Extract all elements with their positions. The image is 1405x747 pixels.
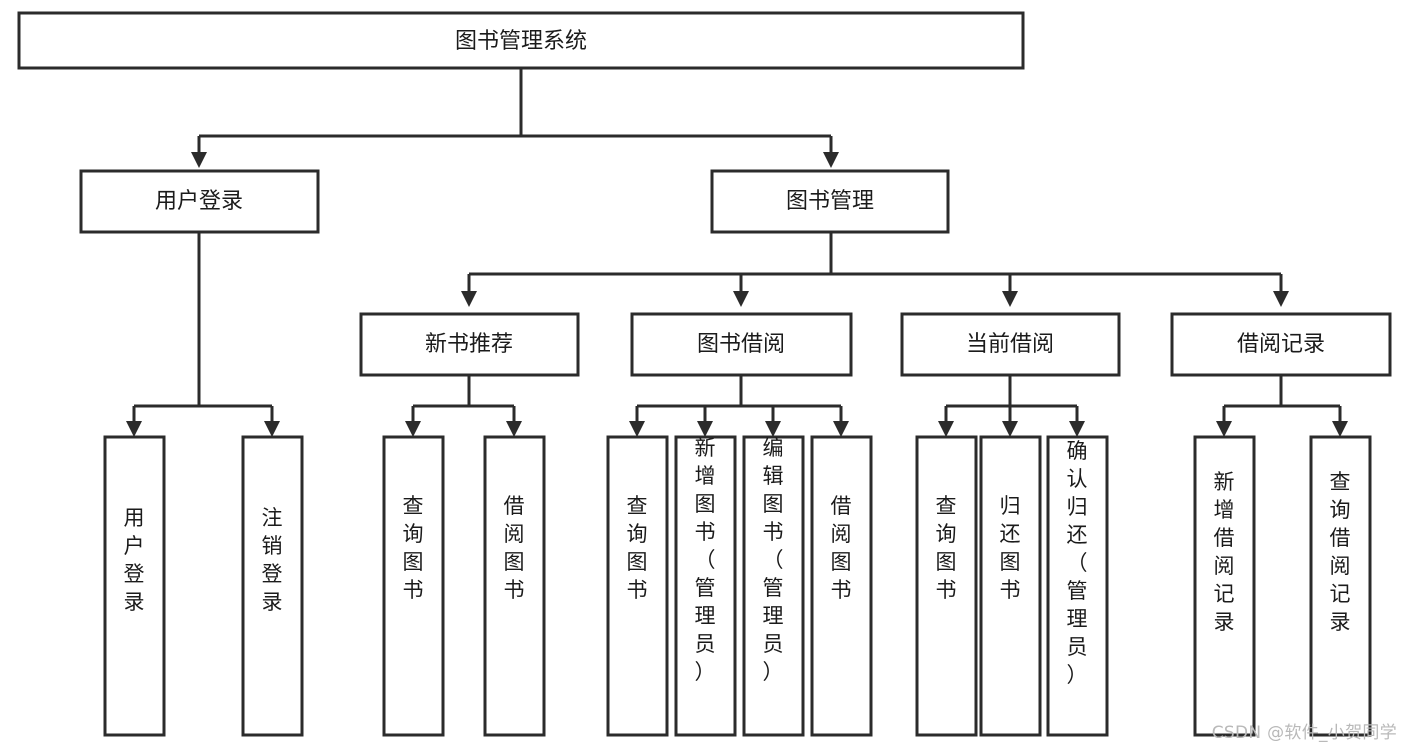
connector-group-new-book [405,375,522,437]
leaf-borrow-record-0-label: 新增借阅记录 [1214,470,1235,634]
node-book-management[interactable]: 图书管理 [710,169,950,234]
node-user-login-label: 用户登录 [155,189,243,214]
leaf-book-borrow-2-label: 编辑图书（管理员） [763,436,784,684]
connector-group-user-login [126,232,280,437]
leaf-book-borrow-1[interactable]: 新增图书（管理员） [674,435,737,737]
leaf-user-login-0-label: 用户登录 [124,506,145,614]
leaf-new-book-0[interactable]: 查询图书 [382,435,445,737]
leaf-user-login-1[interactable]: 注销登录 [241,435,304,737]
node-root-label: 图书管理系统 [455,29,587,54]
leaf-current-borrow-1-label: 归还图书 [1000,494,1021,602]
node-user-login[interactable]: 用户登录 [79,169,320,234]
leaf-current-borrow-0[interactable]: 查询图书 [915,435,978,737]
leaf-borrow-record-1[interactable]: 查询借阅记录 [1309,435,1372,737]
connector-group-borrow-record [1216,375,1348,437]
leaf-book-borrow-2[interactable]: 编辑图书（管理员） [742,435,805,737]
node-borrow-record-label: 借阅记录 [1237,332,1325,357]
node-new-book-recommend-label: 新书推荐 [425,332,513,357]
leaf-book-borrow-1-label: 新增图书（管理员） [695,436,716,684]
leaf-current-borrow-1[interactable]: 归还图书 [979,435,1042,737]
leaf-book-borrow-0[interactable]: 查询图书 [606,435,669,737]
node-new-book-recommend[interactable]: 新书推荐 [359,312,580,377]
leaf-book-borrow-0-label: 查询图书 [627,494,648,602]
leaf-book-borrow-3[interactable]: 借阅图书 [810,435,873,737]
node-book-borrow-label: 图书借阅 [697,332,785,357]
leaf-user-login-0[interactable]: 用户登录 [103,435,166,737]
leaf-borrow-record-1-label: 查询借阅记录 [1330,470,1351,634]
connector-group-book-borrow [629,375,849,437]
node-root[interactable]: 图书管理系统 [17,11,1025,70]
node-borrow-record[interactable]: 借阅记录 [1170,312,1392,377]
connector-group-book-management [461,232,1289,307]
node-book-management-label: 图书管理 [786,189,874,214]
leaf-user-login-1-label: 注销登录 [262,506,283,614]
leaf-book-borrow-3-label: 借阅图书 [831,494,852,602]
node-book-borrow[interactable]: 图书借阅 [630,312,853,377]
leaf-new-book-0-label: 查询图书 [403,494,424,602]
connector-group-current-borrow [938,375,1085,437]
node-current-borrow[interactable]: 当前借阅 [900,312,1121,377]
leaf-current-borrow-2-label: 确认归还（管理员） [1067,439,1088,687]
leaf-current-borrow-2[interactable]: 确认归还（管理员） [1046,435,1109,737]
leaf-current-borrow-0-label: 查询图书 [936,494,957,602]
leaf-borrow-record-0[interactable]: 新增借阅记录 [1193,435,1256,737]
leaf-new-book-1-label: 借阅图书 [504,494,525,602]
connector-group-root [191,68,839,168]
leaf-new-book-1[interactable]: 借阅图书 [483,435,546,737]
node-current-borrow-label: 当前借阅 [966,332,1054,357]
